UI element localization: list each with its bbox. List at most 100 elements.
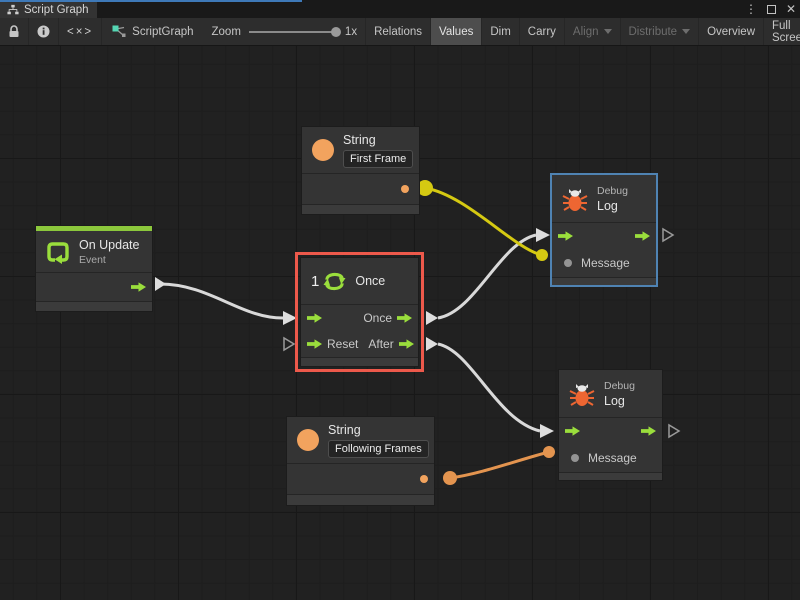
node-title: String xyxy=(328,422,361,437)
carry-button[interactable]: Carry xyxy=(520,18,565,45)
message-input-port[interactable] xyxy=(564,259,572,267)
node-footer xyxy=(302,204,419,214)
wire-string-to-log-bottom-message[interactable] xyxy=(449,450,550,480)
wire-endpoint-dot xyxy=(417,180,433,196)
wire-string-to-log-top-message[interactable] xyxy=(424,186,543,257)
control-output-port[interactable] xyxy=(641,426,656,436)
port-label-message: Message xyxy=(588,451,637,465)
node-on-update[interactable]: On Update Event xyxy=(35,225,153,312)
wire-endpoint-dot xyxy=(543,446,555,458)
chevron-down-icon xyxy=(682,29,691,34)
string-type-icon xyxy=(297,429,319,451)
zoom-slider-knob[interactable] xyxy=(330,26,341,37)
align-dropdown-button[interactable]: Align xyxy=(565,18,621,45)
port-label-after: After xyxy=(368,337,394,351)
event-accent-strip xyxy=(36,226,152,231)
wire-endpoint-dot xyxy=(536,249,548,261)
node-subtitle: Event xyxy=(79,253,106,266)
graph-toolbar: <×> ScriptGraph Zoom 1x Relations Values… xyxy=(0,18,800,46)
node-title: String xyxy=(343,132,376,147)
maximize-icon[interactable] xyxy=(766,4,776,14)
distribute-dropdown-button[interactable]: Distribute xyxy=(621,18,700,45)
wire-after-to-log-bottom[interactable] xyxy=(437,342,541,433)
full-screen-button[interactable]: Full Screen xyxy=(772,19,800,44)
info-icon xyxy=(37,25,50,38)
node-kind: Debug xyxy=(604,379,635,392)
message-input-port[interactable] xyxy=(571,454,579,462)
relations-button[interactable]: Relations xyxy=(365,18,432,45)
control-output-port[interactable] xyxy=(131,282,146,292)
node-debug-log-top[interactable]: Debug Log Message xyxy=(550,173,658,287)
string-value-field[interactable]: Following Frames xyxy=(328,439,429,458)
on-update-loop-icon xyxy=(47,241,69,264)
node-port-row xyxy=(287,464,434,494)
wire-arrowhead xyxy=(540,424,554,438)
wire-once-to-log-top[interactable] xyxy=(437,233,537,320)
script-graph-icon xyxy=(112,25,126,37)
graph-name-label: ScriptGraph xyxy=(132,25,194,38)
string-value-field[interactable]: First Frame xyxy=(343,149,414,168)
after-output-port[interactable] xyxy=(398,339,414,349)
node-title: Log xyxy=(604,393,625,408)
once-out-port-marker[interactable] xyxy=(426,311,438,325)
title-bar: Script Graph ⋮ ✕ xyxy=(0,0,800,18)
string-output-port[interactable] xyxy=(420,475,428,483)
bug-icon xyxy=(562,188,588,211)
once-row-1: Once xyxy=(301,305,418,331)
node-footer xyxy=(559,472,662,480)
control-input-port[interactable] xyxy=(565,426,580,436)
dim-button[interactable]: Dim xyxy=(482,18,520,45)
control-input-port[interactable] xyxy=(307,313,322,323)
once-output-port[interactable] xyxy=(397,313,412,323)
onupdate-output-port-marker[interactable] xyxy=(155,277,166,291)
log-message-row: Message xyxy=(559,444,662,472)
tab-script-graph[interactable]: Script Graph xyxy=(0,2,97,18)
node-port-row xyxy=(302,174,419,204)
once-after-port-marker[interactable] xyxy=(426,337,438,351)
log-top-out-port-marker[interactable] xyxy=(662,227,675,243)
tab-label: Script Graph xyxy=(24,4,89,16)
wire-arrowhead xyxy=(536,228,550,242)
wire-endpoint-dot xyxy=(443,471,457,485)
control-output-port[interactable] xyxy=(635,231,650,241)
edit-source-button[interactable]: <×> xyxy=(59,18,103,45)
chevron-down-icon xyxy=(603,29,612,34)
wire-arrowhead xyxy=(283,311,297,325)
log-message-row: Message xyxy=(552,249,656,277)
reset-input-port[interactable] xyxy=(307,339,322,349)
node-debug-log-bottom[interactable]: Debug Log Message xyxy=(558,369,663,481)
lock-button[interactable] xyxy=(0,18,29,45)
graph-canvas[interactable]: String First Frame On Update Event xyxy=(0,46,800,600)
overview-button[interactable]: Overview xyxy=(699,18,765,45)
once-row-2: Reset After xyxy=(301,331,418,357)
node-string-following-frames[interactable]: String Following Frames xyxy=(286,416,435,506)
port-label-once: Once xyxy=(363,311,392,325)
once-reset-port-marker[interactable] xyxy=(283,336,296,352)
node-string-first-frame[interactable]: String First Frame xyxy=(301,126,420,215)
values-button[interactable]: Values xyxy=(431,18,483,45)
focused-pane-indicator xyxy=(0,0,302,2)
graph-breadcrumb[interactable]: ScriptGraph xyxy=(102,18,203,45)
wire-onupdate-to-once[interactable] xyxy=(159,282,284,320)
port-label-reset: Reset xyxy=(327,337,359,351)
kebab-menu-icon[interactable]: ⋮ xyxy=(744,2,757,16)
log-control-row xyxy=(559,418,662,444)
string-type-icon xyxy=(312,139,334,161)
string-output-port[interactable] xyxy=(401,185,409,193)
control-input-port[interactable] xyxy=(558,231,573,241)
log-bottom-out-port-marker[interactable] xyxy=(668,423,681,439)
bug-icon xyxy=(569,383,595,406)
zoom-slider[interactable] xyxy=(248,26,341,37)
node-footer xyxy=(287,494,434,505)
log-control-row xyxy=(552,223,656,249)
once-count: 1 xyxy=(311,272,320,290)
node-once[interactable]: 1 Once Once Reset After xyxy=(295,252,424,372)
once-cycle-icon xyxy=(323,272,346,290)
node-footer xyxy=(36,301,152,311)
node-kind: Debug xyxy=(597,184,628,197)
lock-icon xyxy=(9,25,19,37)
node-title: Once xyxy=(355,274,386,288)
info-button[interactable] xyxy=(29,18,59,45)
close-icon[interactable]: ✕ xyxy=(785,2,796,16)
node-title: Log xyxy=(597,198,618,213)
